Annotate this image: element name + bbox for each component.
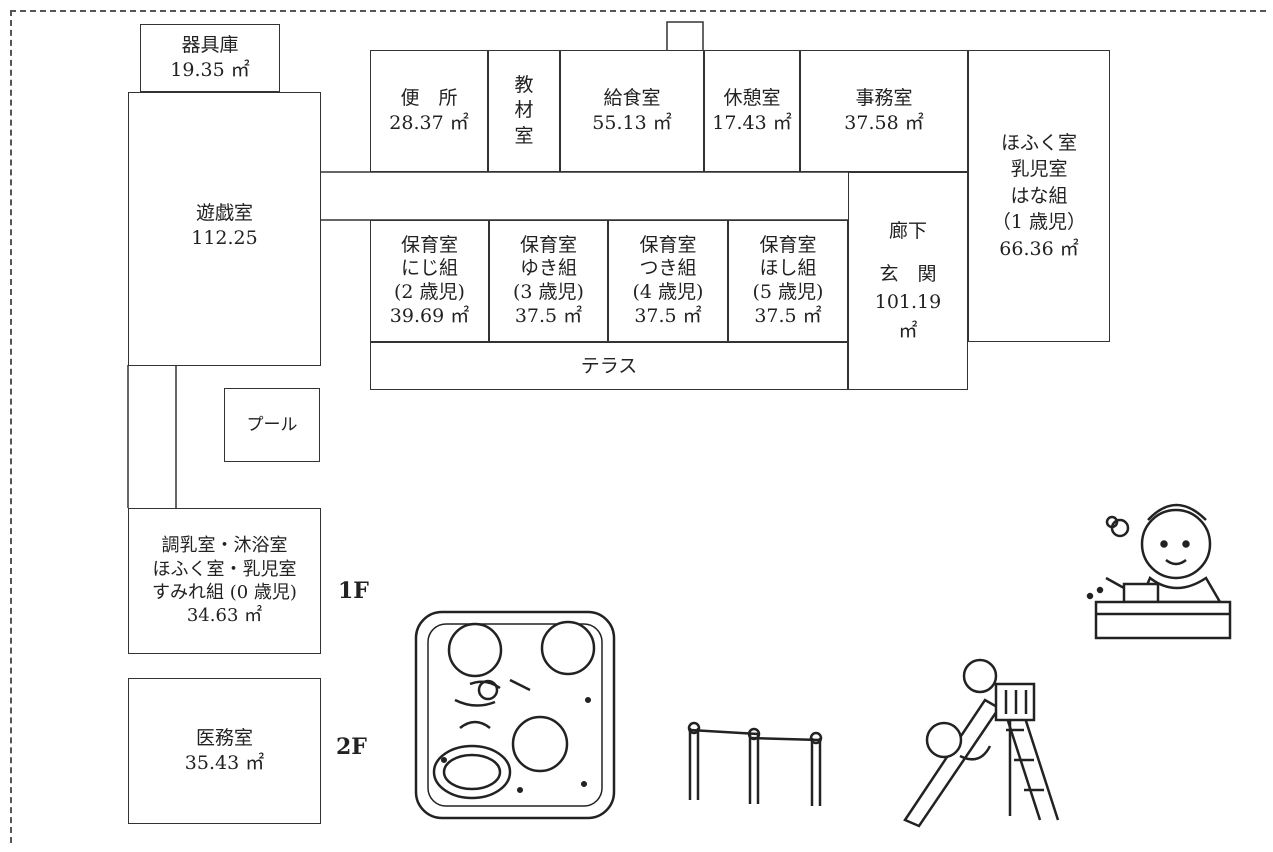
room-area: 37.5 ㎡	[634, 304, 702, 327]
room-office: 事務室 37.58 ㎡	[800, 50, 968, 172]
room-age: (4 歳児)	[632, 281, 704, 303]
room-name: ほふく室	[1000, 131, 1077, 154]
room-tsuki: 保育室 つき組 (4 歳児) 37.5 ㎡	[608, 220, 728, 342]
room-playroom: 遊戯室 112.25	[128, 92, 321, 366]
room-name-char: 教	[514, 73, 534, 96]
room-material: 教 材 室	[488, 50, 560, 172]
chimney	[666, 21, 704, 53]
room-name: 保育室	[519, 233, 577, 256]
pool-label: プール	[246, 414, 298, 435]
room-name: 便 所	[400, 87, 458, 110]
room-name: 保育室	[759, 233, 817, 256]
pool: プール	[224, 388, 320, 462]
room-yuki: 保育室 ゆき組 (3 歳児) 37.5 ㎡	[489, 220, 608, 342]
room-area: 17.43 ㎡	[712, 112, 792, 134]
room-group: ほし組	[759, 257, 817, 280]
room-area: 28.37 ㎡	[389, 112, 469, 134]
room-kitchen: 給食室 55.13 ㎡	[560, 50, 704, 172]
room-area: 34.63 ㎡	[186, 605, 263, 627]
room-age: (2 歳児)	[394, 281, 465, 303]
room-name: 給食室	[603, 87, 661, 110]
horizontal-bars-illustration	[687, 721, 823, 806]
room-sub: 乳児室	[1010, 158, 1068, 181]
room-medical: 医務室 35.43 ㎡	[128, 678, 321, 824]
room-hall: 廊下 玄 関 101.19 ㎡	[848, 172, 968, 390]
room-group: つき組	[639, 257, 697, 280]
room-area: 112.25	[191, 226, 258, 249]
sandbox-illustration	[414, 610, 616, 820]
watering-child-illustration	[1086, 503, 1232, 640]
room-area: 19.35 ㎡	[170, 59, 250, 81]
room-name: 保育室	[639, 233, 697, 256]
room-corridor: 廊下	[888, 220, 927, 242]
site-boundary	[10, 10, 1266, 843]
room-line: すみれ組 (0 歳児)	[152, 582, 297, 603]
room-toilet: 便 所 28.37 ㎡	[370, 50, 488, 172]
room-niji: 保育室 にじ組 (2 歳児) 39.69 ㎡	[370, 220, 489, 342]
room-age: (3 歳児)	[513, 281, 584, 303]
room-group: ゆき組	[519, 257, 577, 280]
room-area: 101.19	[874, 291, 942, 313]
room-area-unit: ㎡	[898, 319, 918, 342]
terrace-label: テラス	[580, 354, 638, 377]
room-name: 休憩室	[723, 87, 781, 110]
room-area: 37.5 ㎡	[754, 304, 822, 327]
slide-illustration	[903, 658, 1060, 828]
room-line: ほふく室・乳児室	[152, 558, 297, 580]
room-group: にじ組	[400, 257, 458, 280]
room-group: はな組	[1010, 184, 1068, 207]
room-area: 55.13 ㎡	[592, 112, 672, 134]
room-name: 医務室	[195, 727, 253, 750]
room-hoshi: 保育室 ほし組 (5 歳児) 37.5 ㎡	[728, 220, 848, 342]
room-age: (5 歳児)	[752, 281, 824, 303]
room-entrance: 玄 関	[879, 262, 937, 285]
room-line: 調乳室・沐浴室	[161, 535, 288, 557]
corridor	[319, 171, 851, 221]
room-area: 37.5 ㎡	[514, 304, 583, 327]
room-sumire: 調乳室・沐浴室 ほふく室・乳児室 すみれ組 (0 歳児) 34.63 ㎡	[128, 508, 321, 654]
floor-label-2f: 2F	[336, 734, 367, 760]
room-rest: 休憩室 17.43 ㎡	[704, 50, 800, 172]
room-area: 39.69 ㎡	[389, 304, 470, 327]
room-name: 器具庫	[181, 34, 239, 57]
room-name-char: 材	[514, 99, 534, 122]
room-area: 37.58 ㎡	[844, 112, 924, 134]
room-equipment-storage: 器具庫 19.35 ㎡	[140, 24, 280, 92]
room-hana: ほふく室 乳児室 はな組 （1 歳児） 66.36 ㎡	[968, 50, 1110, 342]
room-name: 事務室	[855, 87, 913, 110]
floor-label-1f: 1F	[338, 578, 369, 604]
room-area: 35.43 ㎡	[184, 752, 265, 774]
room-area: 66.36 ㎡	[999, 237, 1079, 260]
room-age: （1 歳児）	[991, 211, 1087, 234]
room-name-char: 室	[514, 124, 534, 147]
room-name: 遊戯室	[195, 202, 253, 224]
terrace: テラス	[370, 342, 848, 390]
room-name: 保育室	[400, 233, 458, 256]
